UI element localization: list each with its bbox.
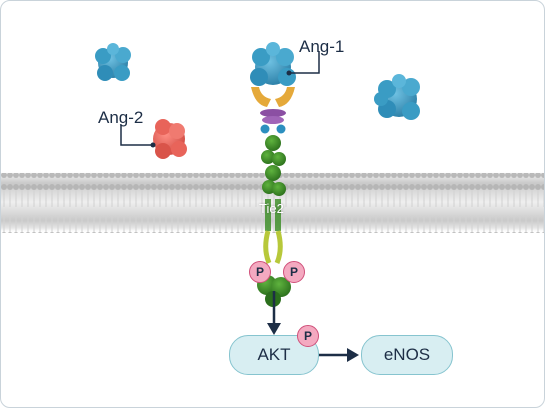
phospho-badge-akt: P bbox=[297, 325, 319, 347]
arrow-receptor-to-akt bbox=[267, 291, 281, 335]
ang2-leader-line bbox=[120, 125, 156, 148]
label-tie2: Tie2 bbox=[259, 201, 284, 216]
arrow-akt-to-enos bbox=[319, 348, 359, 362]
node-enos: eNOS bbox=[361, 335, 453, 375]
ang2-molecule bbox=[153, 119, 187, 159]
node-enos-label: eNOS bbox=[383, 345, 431, 364]
node-akt-label: AKT bbox=[257, 345, 291, 364]
ang1-molecule-free-1 bbox=[95, 43, 131, 81]
label-ang2: Ang-2 bbox=[98, 108, 144, 127]
tie2-receptor bbox=[251, 87, 295, 307]
ang1-molecule-free-2 bbox=[374, 74, 420, 120]
phospho-badge-right: P bbox=[283, 261, 305, 283]
ang1-leader-line bbox=[286, 51, 320, 76]
ang1-molecule-bound bbox=[250, 42, 296, 86]
phospho-badge-left: P bbox=[249, 261, 271, 283]
label-ang1: Ang-1 bbox=[299, 37, 345, 56]
